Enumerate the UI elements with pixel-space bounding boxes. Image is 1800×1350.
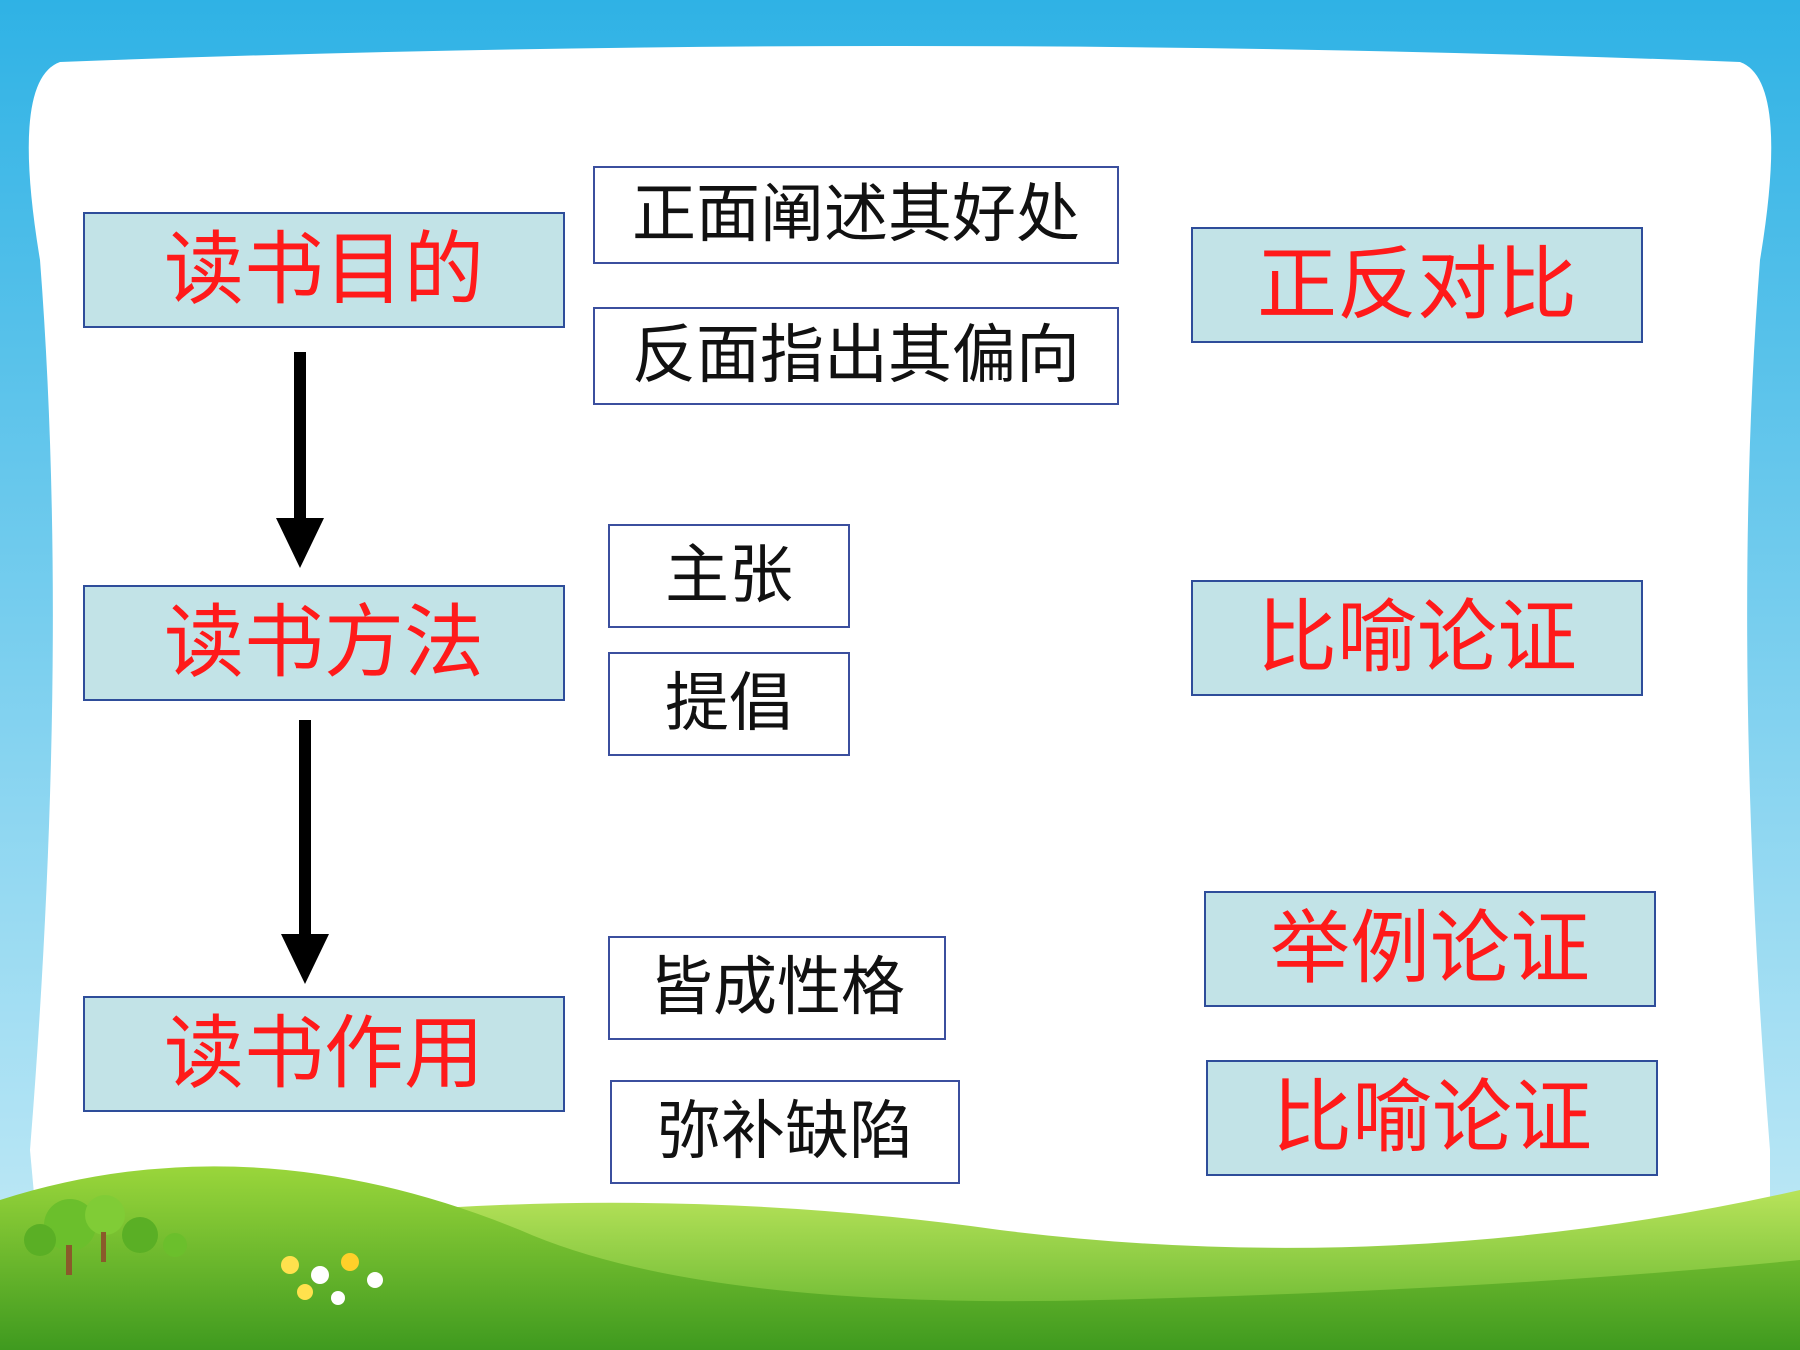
trees-decoration [24,1195,187,1275]
detail-remedy-defects: 弥补缺陷 [610,1080,960,1184]
arrow-purpose-to-method [276,352,324,568]
stage-reading-method: 读书方法 [83,585,565,701]
arrow-method-to-effect [281,720,329,984]
technique-metaphor-2: 比喻论证 [1206,1060,1658,1176]
detail-positive-benefits: 正面阐述其好处 [593,166,1119,264]
stage-reading-effect: 读书作用 [83,996,565,1112]
detail-negative-biases: 反面指出其偏向 [593,307,1119,405]
technique-contrast: 正反对比 [1191,227,1643,343]
technique-example: 举例论证 [1204,891,1656,1007]
near-hill [0,1166,1800,1350]
technique-metaphor-1: 比喻论证 [1191,580,1643,696]
detail-shape-character: 皆成性格 [608,936,946,1040]
detail-promote: 提倡 [608,652,850,756]
flowers-decoration [281,1253,383,1305]
stage-reading-purpose: 读书目的 [83,212,565,328]
detail-advocate: 主张 [608,524,850,628]
